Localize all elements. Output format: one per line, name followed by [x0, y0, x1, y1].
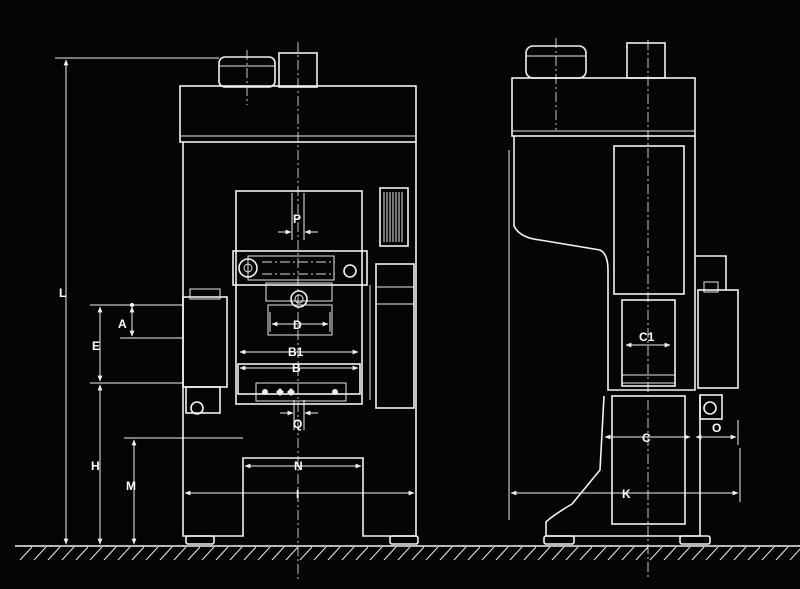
front-view: L A E H M P D B1 B — [55, 42, 419, 580]
label-I: I — [296, 487, 299, 501]
label-H: H — [91, 459, 100, 473]
side-frame — [513, 136, 696, 391]
opening — [235, 190, 363, 405]
cabinet-right — [375, 263, 415, 409]
label-E: E — [92, 339, 100, 353]
label-N: N — [294, 459, 303, 473]
frame — [182, 142, 417, 537]
crown — [179, 85, 417, 143]
side-top-block — [626, 42, 666, 79]
slide-bearing-left — [238, 258, 258, 278]
label-Q: Q — [293, 417, 302, 431]
side-cabinet — [697, 289, 739, 389]
ground-line — [15, 545, 800, 561]
label-C1: C1 — [639, 330, 655, 344]
bolster — [237, 363, 361, 395]
side-view: C1 C O K — [508, 38, 741, 580]
label-M: M — [126, 479, 136, 493]
top-block — [278, 52, 318, 88]
side-cabinet-top — [695, 255, 727, 290]
control-box-left — [182, 296, 228, 388]
slide-bearing-right — [343, 264, 357, 278]
label-L: L — [59, 286, 66, 300]
label-C: C — [642, 431, 651, 445]
side-foot-left — [543, 535, 575, 545]
label-B1: B1 — [288, 345, 304, 359]
side-crown — [511, 77, 696, 137]
label-D: D — [293, 318, 302, 332]
side-foot-right — [679, 535, 711, 545]
side-base — [546, 396, 701, 537]
label-K: K — [622, 487, 631, 501]
vent-grille — [379, 187, 409, 247]
control-unit-lower — [185, 386, 221, 414]
foot-left — [185, 535, 215, 545]
label-O: O — [712, 421, 721, 435]
side-base-door — [611, 395, 686, 525]
side-base-left — [545, 395, 605, 536]
side-ram — [621, 299, 676, 387]
label-P: P — [293, 212, 301, 226]
slide — [232, 250, 368, 286]
label-B: B — [292, 361, 301, 375]
foot-right — [389, 535, 419, 545]
pitman — [290, 290, 308, 308]
label-A: A — [118, 317, 127, 331]
side-window — [613, 145, 685, 295]
